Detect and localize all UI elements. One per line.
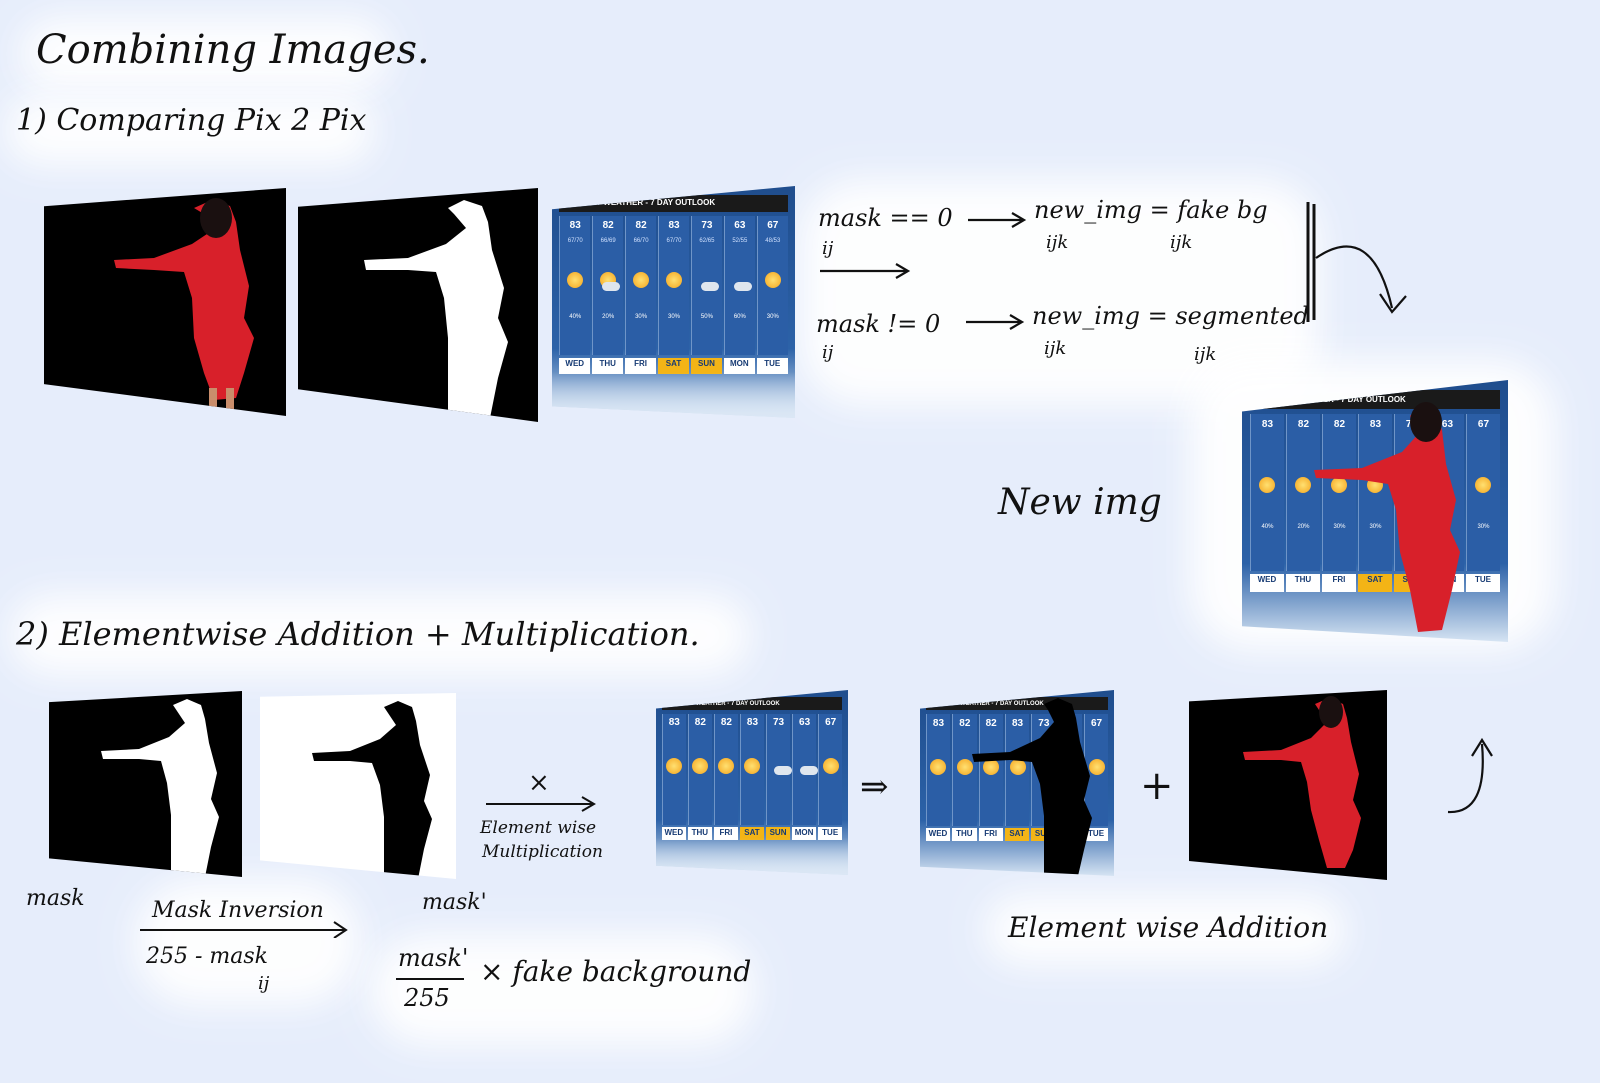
fraction-bar <box>396 978 464 980</box>
heading2-cloud <box>10 595 750 675</box>
multiply-caption-line1: Element wise <box>480 818 597 838</box>
curved-up-arrow-icon <box>1447 737 1493 814</box>
rule-zero-result-sub-left: ijk <box>1046 232 1069 253</box>
rule-zero-result: new_img = fake bg <box>1034 196 1268 224</box>
multiply-caption-line2: Multiplication <box>482 842 603 862</box>
inverted-mask-image <box>260 693 456 879</box>
segmented-person-image <box>44 188 286 416</box>
fraction-cloud <box>370 935 755 1045</box>
rule-zero-condition-sub: ij <box>822 238 834 259</box>
inversion-formula: 255 - mask <box>146 944 269 969</box>
mask-image <box>49 691 242 877</box>
right-arrow-icon <box>486 796 596 812</box>
plus-symbol: + <box>1140 763 1174 809</box>
title-cloud <box>20 18 390 90</box>
masked-background-forecast: PINPOINT WEATHER - 7 DAY OUTLOOK 83 82 8… <box>920 690 1114 876</box>
inversion-formula-sub: ij <box>258 973 270 994</box>
mask-label: mask <box>26 886 85 911</box>
mask-inversion-label: Mask Inversion <box>152 898 324 923</box>
rule-nonzero-condition: mask != 0 <box>816 310 941 338</box>
rule-zero-result-sub-right: ijk <box>1170 232 1193 253</box>
segmented-person-image <box>1189 690 1387 880</box>
curved-down-arrow-icon <box>1315 245 1407 314</box>
fraction-denominator: 255 <box>404 984 450 1012</box>
fraction-rest: × fake background <box>480 955 752 988</box>
heading1-cloud <box>5 95 375 165</box>
fake-background-forecast: PINPOINT WEATHER - 7 DAY OUTLOOK 83 82 8… <box>656 690 848 875</box>
rule-nonzero-result: new_img = segmented <box>1032 302 1309 330</box>
section2-heading: 2) Elementwise Addition + Multiplication… <box>16 615 700 653</box>
mask-prime-label: mask' <box>422 890 487 915</box>
forecast-header: PINPOINT WEATHER - 7 DAY OUTLOOK <box>559 195 788 212</box>
rule-nonzero-result-sub-left: ijk <box>1044 338 1067 359</box>
rule-nonzero-result-sub-right: ijk <box>1194 344 1217 365</box>
page-title: Combining Images. <box>36 27 430 73</box>
right-arrow-icon <box>820 263 911 279</box>
binary-mask-image <box>298 188 538 422</box>
inversion-cloud <box>135 880 360 1005</box>
vertical-bar-icon <box>1306 202 1316 322</box>
new-img-label: New img <box>998 482 1162 523</box>
fraction-numerator: mask' <box>398 944 469 972</box>
addition-caption: Element wise Addition <box>1008 911 1329 944</box>
right-arrow-icon <box>140 921 348 938</box>
addition-cloud <box>985 895 1345 965</box>
person-overlay <box>1314 402 1460 632</box>
rule-nonzero-condition-sub: ij <box>822 342 834 363</box>
section1-heading: 1) Comparing Pix 2 Pix <box>16 103 367 138</box>
rule-zero-condition: mask == 0 <box>818 204 953 232</box>
right-arrow-icon <box>968 212 1027 228</box>
right-arrow-icon <box>966 314 1025 330</box>
implies-symbol: ⇒ <box>860 767 889 807</box>
multiply-symbol: × <box>528 768 550 798</box>
